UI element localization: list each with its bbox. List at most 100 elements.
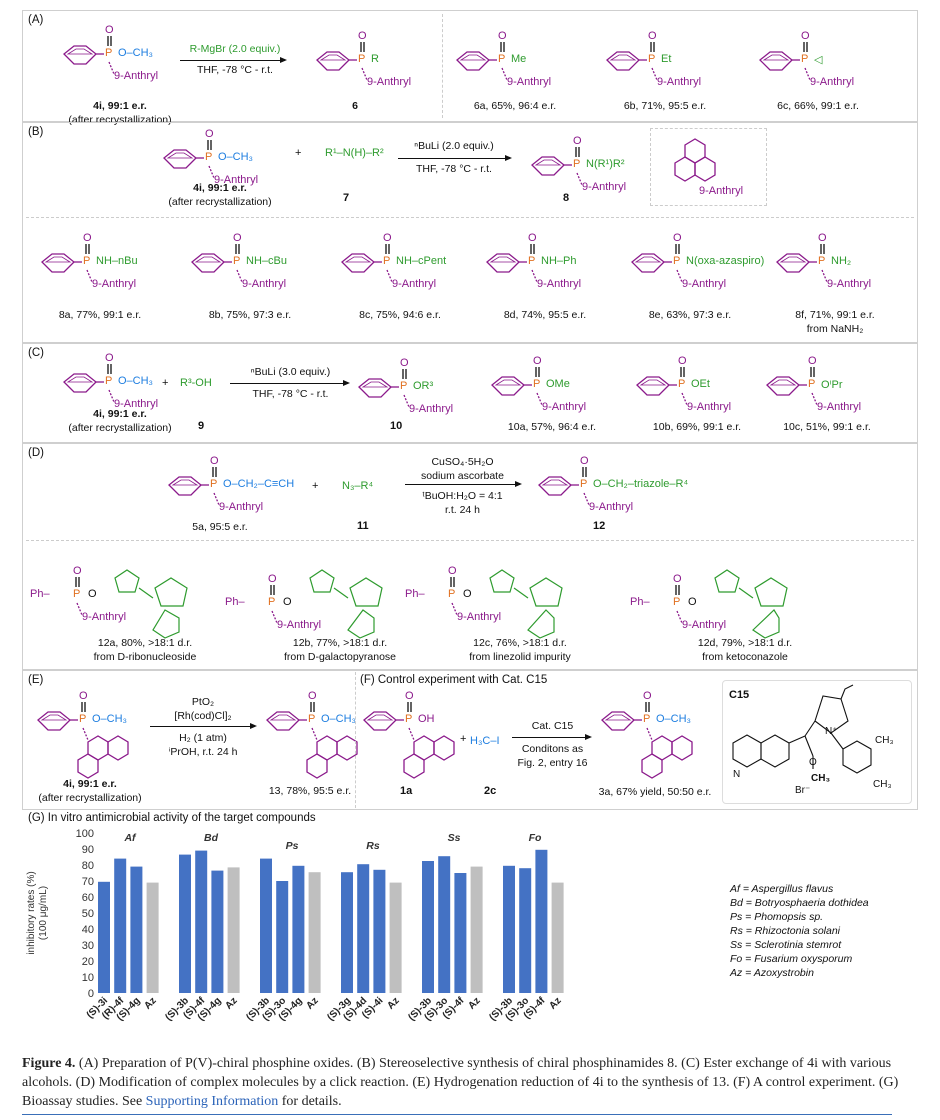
y-tick-label: 10 (82, 972, 94, 984)
atom-label: N (733, 769, 741, 780)
oxygen-atom: O (801, 30, 810, 42)
x-tick-label: Az (547, 995, 563, 1011)
bar-Rs-(S)-4i (373, 869, 386, 993)
bar-Bd-Az (227, 867, 240, 993)
y-tick-label: 30 (82, 940, 94, 952)
substituent-label: O–CH₃ (92, 713, 128, 725)
phenyl-ring-icon (766, 367, 818, 406)
caption-text: 10a, 57%, 96:4 e.r. (507, 421, 597, 433)
caption-text: 12a, 80%, >18:1 d.r. (97, 637, 193, 649)
y-tick-label: 0 (88, 988, 94, 1000)
group-label-Bd: Bd (204, 832, 219, 844)
caption-2c: 2c (484, 785, 497, 797)
atom-label: N⁺ (825, 726, 838, 737)
bar-Ss-(S)-3b (422, 861, 434, 993)
bar-Fo-(S)-4f (535, 849, 548, 993)
oxygen-atom: O (88, 588, 97, 600)
substituent-rings-icon (489, 569, 563, 639)
anthryl-label: 9-Anthryl (810, 76, 855, 88)
y-axis-label: inhibitory rates (%)(100 μg/mL) (26, 871, 49, 954)
phenyl-ring-icon (776, 244, 828, 283)
atom-label: O (809, 757, 817, 768)
catalyst-c15-box: C15 N N⁺ O CH₃ CH₃ CH₃ Br⁻ (722, 680, 912, 804)
bar-Bd-(S)-4g (211, 870, 224, 993)
phenyl-ring-icon (191, 244, 243, 283)
plus-sign: + (295, 147, 302, 159)
substituent-rings-icon (114, 569, 188, 639)
supporting-info-link[interactable]: Supporting Information (145, 1094, 279, 1109)
phosphorus-atom: P (383, 255, 391, 267)
oxygen-atom: O (818, 232, 827, 244)
phosphorus-atom: P (673, 255, 681, 267)
substituent-label: NH–cBu (246, 255, 287, 267)
phosphorus-atom: P (105, 375, 113, 387)
bar-Bd-(S)-4f (195, 850, 208, 993)
phosphorus-atom: P (79, 713, 87, 725)
oxygen-atom: O (233, 232, 242, 244)
oxygen-atom: O (205, 128, 214, 140)
phosphorus-atom: P (105, 47, 113, 59)
anthryl-label: 9-Anthryl (392, 278, 437, 290)
caption-12c: 12c, 76%, >18:1 d.r.from linezolid impur… (445, 636, 595, 664)
plus-sign: + (460, 733, 467, 745)
bar-Ps-(S)-3b (260, 858, 272, 993)
bar-Rs-(S)-4d (357, 864, 370, 993)
bar-Ss-(S)-3o (438, 856, 451, 993)
phosphorus-atom: P (73, 588, 81, 600)
phenyl-ring-icon (631, 244, 683, 283)
bar-Ps-Az (308, 872, 321, 993)
caption-source: from ketoconazole (702, 651, 788, 663)
caption-10b: 10b, 69%, 99:1 e.r. (627, 420, 767, 434)
panel-g-label: (G) In vitro antimicrobial activity of t… (28, 812, 316, 824)
plus-sign: + (312, 480, 319, 492)
bar-Ss-(S)-4f (454, 873, 467, 993)
y-tick-label: 60 (82, 892, 94, 904)
anthryl-label: 9-Anthryl (682, 278, 727, 290)
oxygen-atom: O (73, 565, 82, 577)
atom-label: CH₃ (811, 773, 831, 784)
phosphorus-atom: P (818, 255, 826, 267)
phosphorus-atom: P (678, 378, 686, 390)
anthryl-label: 9-Anthryl (114, 398, 159, 410)
substituent-rings-icon (309, 569, 383, 639)
caption-6c: 6c, 66%, 99:1 e.r. (748, 99, 888, 113)
substituent-label: ◁ (814, 54, 823, 66)
anthryl-label: 9-Anthryl (817, 401, 862, 413)
phenyl-ring-icon (316, 42, 368, 81)
anthryl-label: 9-Anthryl (92, 278, 137, 290)
figure-caption: Figure 4. (A) Preparation of P(V)-chiral… (22, 1054, 902, 1111)
group-label-Ps: Ps (286, 840, 299, 852)
oxygen-atom: O (358, 30, 367, 42)
reaction-arrow-d (405, 481, 522, 487)
phosphorus-atom: P (808, 378, 816, 390)
y-tick-label: 50 (82, 908, 94, 920)
anthryl-label: 9-Anthryl (114, 70, 159, 82)
anthryl-label: 9-Anthryl (582, 181, 627, 193)
oxygen-atom: O (498, 30, 507, 42)
phenyl-ring-icon (63, 364, 115, 403)
legend-entry: Ps = Phomopsis sp. (730, 911, 824, 923)
bar-Ss-Az (470, 866, 483, 993)
caption-8a: 8a, 77%, 99:1 e.r. (30, 308, 170, 322)
oxygen-atom: O (400, 357, 409, 369)
oxygen-atom: O (678, 355, 687, 367)
caption-text: 12d, 79%, >18:1 d.r. (697, 637, 793, 649)
bond-lines (75, 577, 83, 616)
phosphorus-atom: P (533, 378, 541, 390)
substituent-label: OR³ (413, 380, 434, 392)
caption-8d: 8d, 74%, 95:5 e.r. (475, 308, 615, 322)
caption-source: from D-ribonucleoside (93, 651, 197, 663)
anthryl-label: 9-Anthryl (277, 619, 322, 631)
panel-b-label: (B) (28, 126, 44, 138)
